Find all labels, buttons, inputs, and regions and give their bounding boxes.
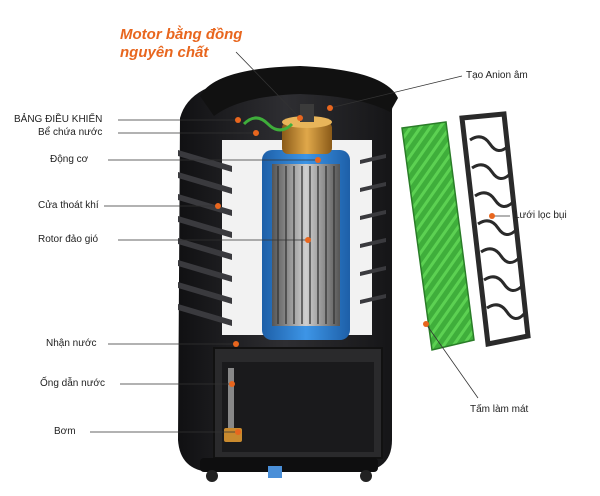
label-rotor: Rotor đảo gió xyxy=(38,234,99,245)
label-control-panel: BẢNG ĐIỀU KHIỂN xyxy=(14,114,103,125)
cooling-pad xyxy=(401,121,475,351)
label-water-receiver: Nhận nước xyxy=(46,338,97,349)
motor-housing xyxy=(262,150,350,340)
label-pump: Bơm xyxy=(54,426,76,437)
label-anion-generator: Tạo Anion âm xyxy=(466,70,528,81)
label-motor: Động cơ xyxy=(50,154,89,165)
label-cooling-pad: Tấm làm mát xyxy=(470,404,529,415)
dust-filter xyxy=(459,111,531,347)
label-water-pipe: Ống dẫn nước xyxy=(40,378,105,389)
label-water-tank: Bể chứa nước xyxy=(38,127,103,138)
label-dust-filter: Lưới lọc bụi xyxy=(514,210,567,221)
control-wiring xyxy=(242,116,294,132)
label-air-outlet: Cửa thoát khí xyxy=(38,200,99,211)
rear-grille-fins xyxy=(360,154,386,304)
leader-lines xyxy=(90,51,510,433)
callout-markers xyxy=(215,105,495,435)
air-outlet-louvers xyxy=(178,150,232,326)
copper-motor xyxy=(282,104,332,154)
headline-line-2: nguyên chất xyxy=(120,44,209,61)
headline-line-1: Motor bằng đồng xyxy=(120,26,243,43)
